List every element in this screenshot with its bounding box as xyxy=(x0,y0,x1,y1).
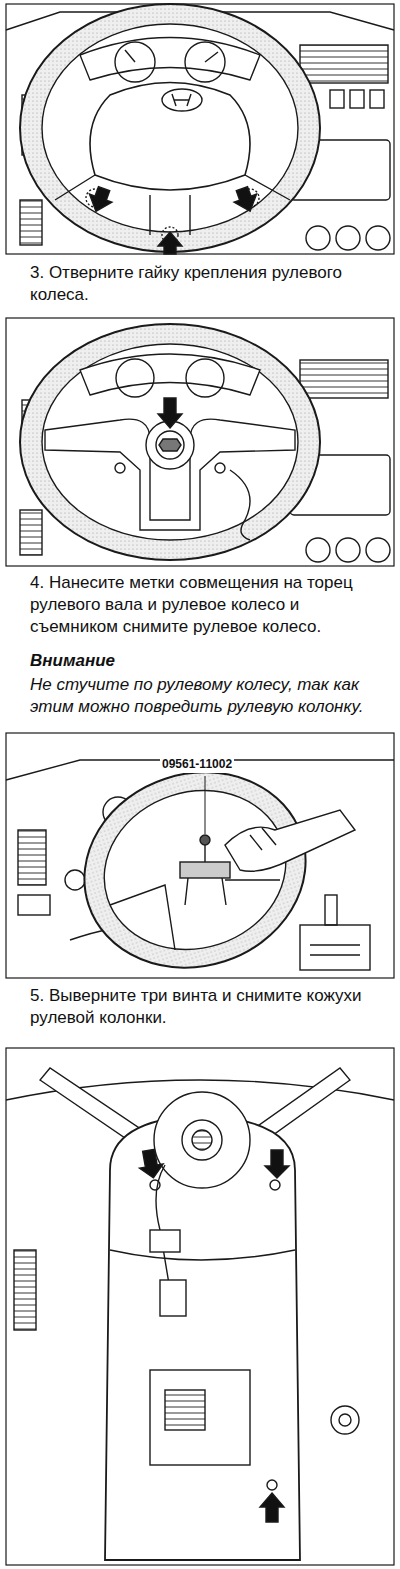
panel-wheel-puller xyxy=(6,733,394,996)
step-text-box: 4. Нанесите метки совмещения на торец ру… xyxy=(30,572,380,638)
panel-column-covers xyxy=(6,1048,394,1565)
warning-text-box: Не стучите по рулевому колесу, так как э… xyxy=(30,674,380,718)
warning-heading: Внимание xyxy=(30,650,230,672)
warning-heading-box: Внимание xyxy=(30,650,230,672)
step-text-box: 5. Выверните три винта и снимите кожухи … xyxy=(30,985,380,1029)
step-text-box: 3. Отверните гайку крепления рулевого ко… xyxy=(30,262,380,306)
step-text: 3. Отверните гайку крепления рулевого ко… xyxy=(30,262,380,306)
callout-number-box: 09561-11002 xyxy=(160,754,260,773)
warning-text: Не стучите по рулевому колесу, так как э… xyxy=(30,674,380,718)
callout-number: 09561-11002 xyxy=(160,757,234,773)
step-text: 5. Выверните три винта и снимите кожухи … xyxy=(30,985,380,1029)
panel-wheel-nut xyxy=(6,318,394,566)
step-text: 4. Нанесите метки совмещения на торец ру… xyxy=(30,572,380,638)
panel-wheel-front xyxy=(6,4,394,254)
